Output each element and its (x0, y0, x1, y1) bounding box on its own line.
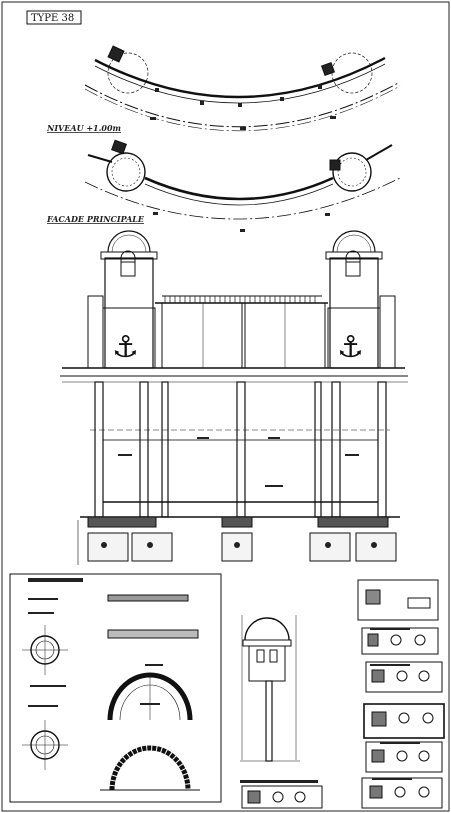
reinforcement-details (357, 579, 445, 809)
plan-curved-wall-kiosks (84, 139, 401, 232)
foundation-section (62, 381, 408, 565)
plan-curved-wall-top (84, 45, 401, 132)
type-tag: TYPE 38 (26, 10, 82, 25)
label-facade: FACADE PRINCIPALE (46, 214, 145, 224)
anchor-icon-left: ⚓ (112, 330, 139, 365)
label-niveau: NIVEAU +1.00m (46, 123, 121, 133)
detail-panel (9, 573, 222, 803)
anchor-icon-right: ⚓ (337, 330, 364, 365)
type-tag-text: TYPE 38 (31, 13, 74, 24)
facade-elevation: ⚓ ⚓ (60, 230, 408, 377)
kiosk-section (240, 615, 323, 809)
